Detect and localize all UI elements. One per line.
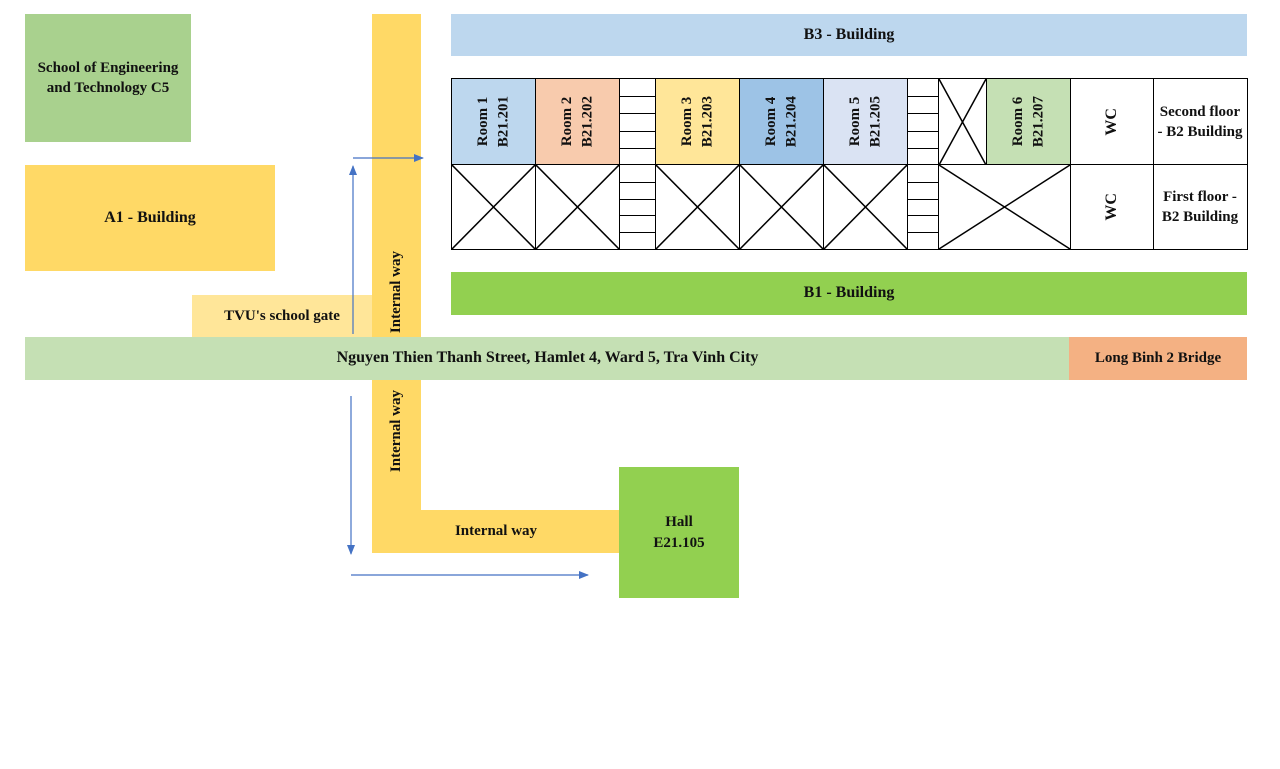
cross-mark-icon	[656, 165, 739, 249]
second-floor-label-cell: Second floor - B2 Building	[1154, 79, 1246, 165]
cross-mark-icon	[939, 165, 1070, 249]
room-2[interactable]: Room 2 B21.202	[536, 79, 620, 165]
cross-mark-icon	[740, 165, 823, 249]
closed-room-1	[452, 165, 536, 249]
building-b3: B3 - Building	[451, 14, 1247, 56]
closed-room-2	[536, 165, 620, 249]
stairs-1	[620, 79, 656, 165]
internal-way-upper: Internal way	[372, 14, 421, 337]
room-6[interactable]: Room 6 B21.207	[987, 79, 1071, 165]
wc-second-floor[interactable]: WC	[1071, 79, 1154, 165]
school-gate: TVU's school gate	[192, 295, 372, 337]
bridge-label: Long Binh 2 Bridge	[1094, 350, 1222, 367]
cross-mark-icon	[824, 165, 907, 249]
closed-room-4	[740, 165, 824, 249]
wc-first-floor[interactable]: WC	[1071, 165, 1154, 249]
room-5[interactable]: Room 5 B21.205	[824, 79, 908, 165]
room-1[interactable]: Room 1 B21.201	[452, 79, 536, 165]
hall-code: E21.105	[653, 534, 705, 551]
building-c5-label: School of Engineering and Technology C5	[37, 59, 179, 96]
cross-mark-icon	[452, 165, 535, 249]
school-gate-label: TVU's school gate	[224, 307, 340, 324]
cross-mark-icon	[939, 79, 986, 165]
second-floor-label: Second floor - B2 Building	[1157, 103, 1243, 140]
b2-first-floor: WC First floor - B2 Building	[451, 164, 1248, 250]
cross-mark-icon	[536, 165, 619, 249]
building-c5: School of Engineering and Technology C5	[25, 14, 191, 142]
room-4[interactable]: Room 4 B21.204	[740, 79, 824, 165]
room-3[interactable]: Room 3 B21.203	[656, 79, 740, 165]
internal-way-horizontal-label: Internal way	[454, 523, 538, 540]
bridge: Long Binh 2 Bridge	[1069, 337, 1247, 380]
closed-room-6	[939, 165, 1071, 249]
street: Nguyen Thien Thanh Street, Hamlet 4, War…	[25, 337, 1070, 380]
closed-room-3	[656, 165, 740, 249]
building-b3-label: B3 - Building	[803, 25, 895, 43]
stairs-2	[908, 79, 939, 165]
hall-name: Hall	[665, 514, 693, 531]
closed-room-5	[824, 165, 908, 249]
stairs-2-first-floor	[908, 165, 939, 249]
hall-e21-105: Hall E21.105	[619, 467, 739, 598]
first-floor-label: First floor - B2 Building	[1161, 188, 1239, 225]
street-label: Nguyen Thien Thanh Street, Hamlet 4, War…	[336, 349, 759, 367]
b2-second-floor: Room 1 B21.201 Room 2 B21.202 Room 3 B21…	[451, 78, 1248, 165]
building-b1-label: B1 - Building	[803, 284, 895, 302]
first-floor-label-cell: First floor - B2 Building	[1154, 165, 1246, 249]
closed-area-second-floor	[939, 79, 987, 165]
building-a1-label: A1 - Building	[104, 208, 196, 226]
building-a1: A1 - Building	[25, 165, 275, 271]
internal-way-horizontal: Internal way	[372, 510, 620, 553]
stairs-1-first-floor	[620, 165, 656, 249]
building-b1: B1 - Building	[451, 272, 1247, 315]
